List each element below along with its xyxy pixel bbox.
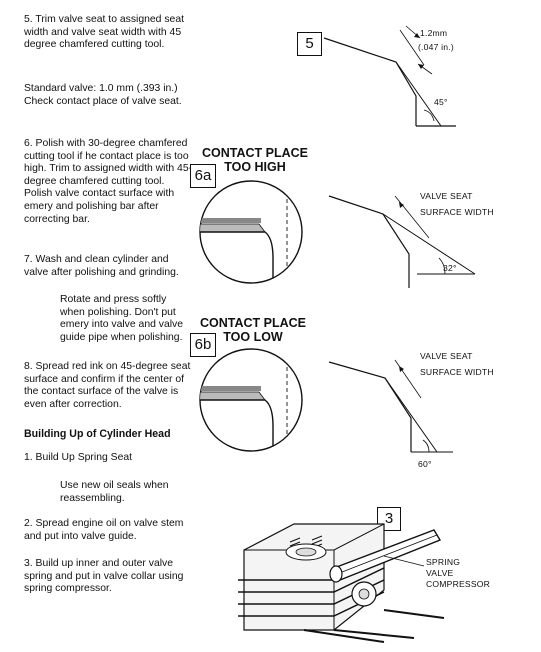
figure-6b-caption: CONTACT PLACE TOO LOW [196, 316, 310, 344]
figure-6b-number: 6b [190, 333, 216, 357]
step-7-text: 7. Wash and clean cylinder and valve aft… [24, 254, 179, 278]
figure-6a-label-line2: SURFACE WIDTH [420, 207, 494, 217]
step-5-text: 5. Trim valve seat to assigned seat widt… [24, 14, 184, 51]
figure-6a-angle: 32° [443, 263, 457, 273]
oil-seal-note: Use new oil seals when reassembling. [60, 480, 169, 504]
figure-6b-valve-magnifier [199, 348, 303, 452]
figure-6a-number: 6a [190, 164, 216, 188]
figure-6a-caption-line1: CONTACT PLACE [201, 146, 308, 160]
figure-3-label-line1: SPRING [426, 557, 461, 567]
step-6-text: 6. Polish with 30-degree chamfered cutti… [24, 138, 193, 225]
section-heading: Building Up of Cylinder Head [24, 428, 171, 440]
figure-3-cylinder-head-illustration [238, 523, 445, 643]
step-8-text: 8. Spread red ink on 45-degree seat surf… [24, 361, 191, 410]
build-step-2: 2. Spread engine oil on valve stem and p… [24, 518, 184, 542]
figure-5-dimension: 1.2mm [420, 28, 448, 38]
figure-6b-seat-profile [328, 359, 453, 453]
figure-5-number: 5 [297, 32, 322, 56]
figure-3-label-line3: COMPRESSOR [426, 579, 491, 589]
figure-6a-caption-line2: TOO HIGH [224, 160, 286, 174]
polishing-note: Rotate and press softly when polishing. … [60, 294, 184, 343]
figure-6b-angle: 60° [418, 459, 432, 469]
build-step-1: 1. Build Up Spring Seat [24, 452, 133, 463]
standard-valve-text: Standard valve: 1.0 mm (.393 in.) Check … [24, 83, 182, 107]
figure-6a-caption: CONTACT PLACE TOO HIGH [198, 146, 312, 174]
figure-6b-label-line1: VALVE SEAT [420, 351, 473, 361]
build-step-3: 3. Build up inner and outer valve spring… [24, 558, 184, 595]
figure-6a-label-line1: VALVE SEAT [420, 191, 473, 201]
figure-6b-caption-line1: CONTACT PLACE [199, 316, 306, 330]
figure-3-label: SPRING VALVE COMPRESSOR [426, 557, 490, 590]
figure-3-label-line2: VALVE [426, 568, 454, 578]
figure-5-angle: 45° [434, 97, 448, 107]
figure-6a-seat-profile [328, 195, 476, 288]
figure-5-dimension-inches: (.047 in.) [418, 42, 454, 52]
figure-6b-caption-line2: TOO LOW [223, 330, 283, 344]
figure-5-diagram [323, 25, 456, 127]
figure-6a-valve-magnifier [199, 180, 303, 284]
figure-6b-label-line2: SURFACE WIDTH [420, 367, 494, 377]
